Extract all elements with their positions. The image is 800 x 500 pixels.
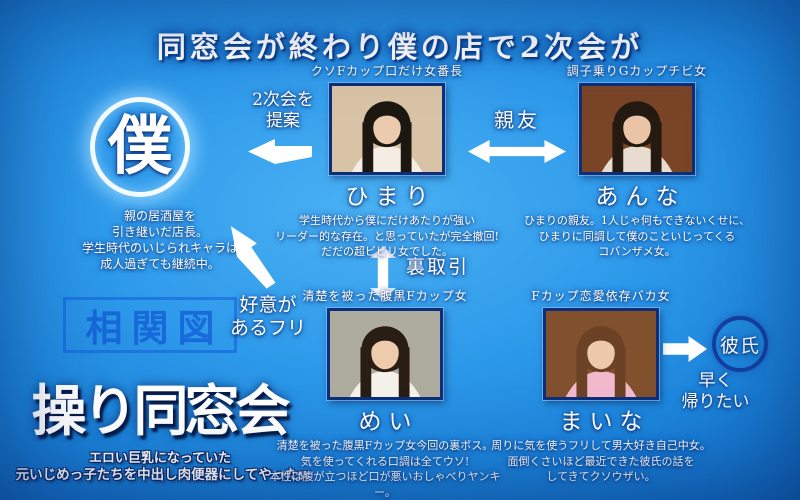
series-logo-subtitle-2: 元いじめっ子たちを中出し肉便器にしてやったw [15, 467, 311, 483]
character-photo [579, 83, 695, 175]
relation-fake-line: 好意が [239, 294, 297, 316]
character-desc-line: 清楚を被った腹黒Fカップ女今回の裏ボス。 [276, 439, 494, 452]
relation-propose-line: 2次会を [252, 90, 314, 110]
character-desc-line: ひまりに同調して僕のこといじってくる [538, 229, 736, 243]
character-tagline: 調子乗りGカップチビ女 [566, 64, 708, 78]
avatar-hair [360, 347, 372, 397]
character-desc-line: リーダー的な存在。と思っていたが完全撤回! [275, 229, 499, 243]
avatar-bangs [371, 334, 399, 350]
me-desc-line: 親の居酒屋を [123, 209, 196, 223]
boyfriend-note-line: 早く [698, 371, 733, 391]
me-desc-line: 学生時代のいじられキャラは [81, 241, 238, 255]
me-desc-line: 成人過ぎても継続中。 [100, 257, 220, 271]
character-desc-line: 本性は腹が立つほど口が悪いおしゃべりヤンキー。 [269, 470, 501, 499]
boyfriend-node-label: 彼氏 [719, 334, 760, 357]
avatar-face [623, 111, 651, 145]
relation-label-backroom-deal: 裏取引 [406, 256, 470, 278]
character-card-anna: 調子乗りGカップチビ女 あんな ひまりの親友。1人じゃ何もできないくせに、 ひま… [512, 62, 762, 260]
relation-label-fake-affection: 好意が あるフリ [215, 294, 321, 340]
character-description: 周りに気を使うフリして男大好き自己中女。 面倒くさいほど最近できた彼氏の話を し… [476, 438, 726, 485]
avatar-hair [614, 347, 626, 397]
character-photo [543, 308, 659, 400]
avatar-face [371, 336, 399, 370]
character-name: ひまり [345, 184, 436, 210]
character-description: 清楚を被った腹黒Fカップ女今回の裏ボス。 気を使ってくれる口調は全てウソ! 本性… [260, 438, 510, 500]
relation-label-propose: 2次会を 提案 [233, 90, 333, 132]
avatar-face [373, 111, 401, 145]
avatar-hair [398, 347, 410, 397]
correlation-chart-watermark: 相関図 [63, 297, 237, 353]
avatar-hair [362, 122, 374, 172]
character-card-maina: Fカップ恋愛依存バカ女 まいな 周りに気を使うフリして男大好き自己中女。 面倒く… [476, 287, 726, 485]
character-tagline: 清楚を被った腹黒Fカップ女 [302, 289, 468, 303]
character-name: めい [358, 409, 419, 435]
character-desc-line: コバンザメ女。 [598, 245, 676, 258]
avatar-bangs [623, 109, 651, 125]
avatar-illustration [332, 86, 442, 172]
avatar-bangs [587, 334, 615, 350]
series-logo-subtitle-1: エロい巨乳になっていた [88, 451, 232, 466]
avatar-face [587, 336, 615, 370]
character-description: 学生時代から僕にだけあたりが強い リーダー的な存在。と思っていたが完全撤回! だ… [262, 213, 512, 260]
boyfriend-note-line: 帰りたい [681, 392, 750, 412]
relation-propose-line: 提案 [266, 111, 300, 131]
character-description: ひまりの親友。1人じゃ何もできないくせに、 ひまりに同調して僕のこといじってくる… [512, 213, 762, 260]
relation-label-best-friend: 親友 [494, 108, 540, 132]
character-desc-line: 面倒くさいほど最近できた彼氏の話を [507, 454, 695, 468]
me-node-circle: 僕 [90, 97, 190, 197]
character-desc-line: 周りに気を使うフリして男大好き自己中女。 [491, 439, 711, 452]
avatar-hair [576, 347, 588, 397]
me-desc-line: 引き継いだ店長。 [111, 225, 208, 239]
me-node-label: 僕 [108, 109, 172, 184]
series-logo-title: 操り同窓会 [31, 378, 290, 443]
character-card-himari: クソFカップ口だけ女番長 ひまり 学生時代から僕にだけあたりが強い リーダー的な… [262, 62, 512, 260]
avatar-illustration [330, 311, 440, 397]
avatar-hair [650, 122, 662, 172]
avatar-illustration [546, 311, 656, 397]
avatar-hair [400, 122, 412, 172]
character-desc-line: 学生時代から僕にだけあたりが強い [299, 214, 475, 227]
character-name: あんな [595, 184, 686, 210]
me-description: 親の居酒屋を 引き継いだ店長。 学生時代のいじられキャラは 成人過ぎても継続中。 [55, 208, 265, 272]
avatar-bangs [373, 109, 401, 125]
main-title: 同窓会が終わり僕の店で2次会が [156, 30, 644, 64]
avatar-hair [612, 122, 624, 172]
character-tagline: クソFカップ口だけ女番長 [310, 64, 464, 78]
character-desc-line: だだの超ビビリ女でした。 [321, 245, 453, 258]
character-photo [327, 308, 443, 400]
character-desc-line: 気を使ってくれる口調は全てウソ! [300, 454, 470, 468]
character-desc-line: ひまりの親友。1人じゃ何もできないくせに、 [523, 214, 751, 227]
boyfriend-note: 早く 帰りたい [658, 371, 773, 413]
boyfriend-node-circle: 彼氏 [712, 316, 768, 372]
character-tagline: Fカップ恋愛依存バカ女 [531, 289, 671, 303]
character-photo [329, 83, 445, 175]
character-desc-line: してきてクソウザい。 [546, 470, 656, 483]
avatar-illustration [582, 86, 692, 172]
relation-fake-line: あるフリ [229, 317, 306, 339]
character-name: まいな [559, 409, 650, 435]
character-card-mei: 清楚を被った腹黒Fカップ女 めい 清楚を被った腹黒Fカップ女今回の裏ボス。 気を… [260, 287, 510, 500]
